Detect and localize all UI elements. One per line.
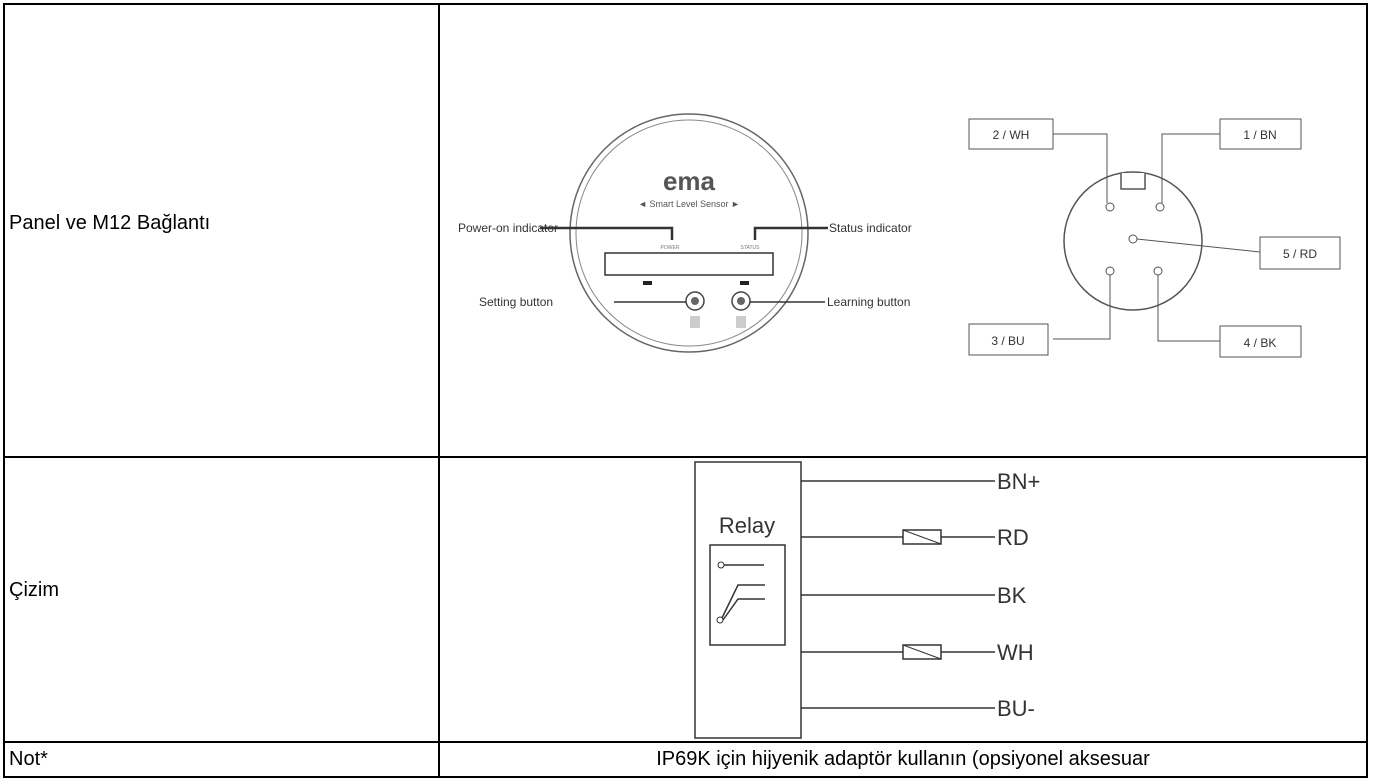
table-cell-label: Çizim [5,458,440,741]
panel-m12-figure: ema ◄ Smart Level Sensor ► POWER STATUS [458,113,1341,358]
relay-contact-no [717,561,725,569]
m12-connector-drawing: 2 / WH 1 / BN 5 / RD 3 / BU 4 / BK [968,118,1341,358]
load-rd-slash [902,529,942,545]
pin-4-leader [1157,275,1220,342]
setting-button-label: Setting button [479,295,553,309]
pin-box-4 [1219,325,1302,358]
row-label-panel: Panel ve M12 Bağlantı [9,212,211,234]
pin-label-2: 2 / WH [993,128,1030,142]
status-small-label: STATUS [741,245,761,251]
m12-pin-4 [1153,266,1163,276]
power-indicator-led [643,281,652,285]
pin-2-leader [1053,133,1108,203]
m12-connector-outline [1063,171,1203,311]
status-indicator-leader [753,226,828,240]
setting-button-caption [690,316,700,328]
panel-subtitle: ◄ Smart Level Sensor ► [638,199,740,209]
relay-contact-arm [721,584,765,619]
table-row-note: Not* IP69K için hijyenik adaptör kullanı… [5,743,1366,776]
spec-table: Panel ve M12 Bağlantı ema ◄ Smart Level … [3,3,1368,778]
pin-box-1 [1219,118,1302,150]
learning-button-knob [731,291,751,311]
row-label-note: Not* [9,748,48,770]
table-cell-diagram: ema ◄ Smart Level Sensor ► POWER STATUS [440,5,1366,456]
note-text: IP69K için hijyenik adaptör kullanın (op… [656,748,1150,770]
table-cell-label: Panel ve M12 Bağlantı [5,5,440,456]
relay-label: Relay [719,513,775,538]
table-cell-label: Not* [5,743,440,776]
pin-label-1: 1 / BN [1243,128,1276,142]
status-indicator-label: Status indicator [829,221,912,235]
pin-box-2 [968,118,1054,150]
wire-label-wh: WH [997,640,1034,665]
power-small-label: POWER [661,245,680,251]
relay-housing [694,461,802,739]
pin-label-3: 3 / BU [991,334,1024,348]
table-cell-wiring: Relay BN+ RD BK [440,458,1366,741]
panel-outer-ring [569,113,809,353]
wire-label-bu: BU- [997,696,1035,721]
m12-pin-3 [1105,266,1115,276]
pin-label-4: 4 / BK [1244,336,1277,350]
panel-display-window [604,252,774,276]
table-row-drawing: Çizim Relay [5,458,1366,743]
m12-key-notch [1120,173,1146,190]
panel-brand: ema [663,166,716,196]
load-wh-slash [902,644,942,660]
row-label-drawing: Çizim [9,579,59,601]
m12-pin-2 [1105,202,1115,212]
setting-button-knob [685,291,705,311]
power-indicator-leader [540,226,674,240]
table-row-panel: Panel ve M12 Bağlantı ema ◄ Smart Level … [5,5,1366,458]
table-cell-note: IP69K için hijyenik adaptör kullanın (op… [440,743,1366,776]
wire-label-rd: RD [997,525,1029,550]
status-indicator-led [740,281,749,285]
relay-contact-box [709,544,786,646]
learning-button-core [737,297,745,305]
pin-3-leader [1053,275,1111,340]
setting-button-core [691,297,699,305]
pin-label-5: 5 / RD [1283,247,1317,261]
sensor-panel-drawing: ema ◄ Smart Level Sensor ► POWER STATUS [458,113,912,353]
m12-pin-5 [1128,234,1138,244]
pin-box-3 [968,323,1049,356]
wire-label-bn: BN+ [997,469,1040,494]
relay-contact-arm-2 [722,598,765,621]
power-on-indicator-label: Power-on indicator [458,221,558,235]
learning-button-label: Learning button [827,295,910,309]
m12-pin-1 [1155,202,1165,212]
learning-button-caption [736,316,746,328]
wire-label-bk: BK [997,583,1027,608]
pin-box-5 [1259,236,1341,270]
pin-5-leader [1136,238,1261,253]
wiring-diagram: Relay BN+ RD BK [694,461,1040,739]
pin-1-leader [1161,133,1220,203]
panel-inner-ring [575,119,803,347]
